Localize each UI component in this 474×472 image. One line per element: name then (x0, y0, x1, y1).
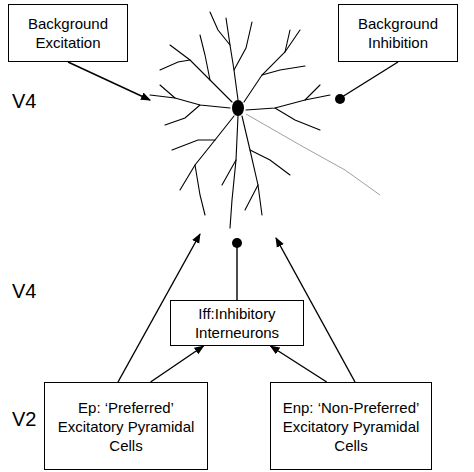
inhibition-line (236, 246, 237, 300)
excitation-arrow (68, 62, 150, 100)
area-label: V4 (12, 90, 36, 112)
inhibition-line (342, 62, 398, 97)
inhibition-ball (335, 94, 345, 104)
population-box: Enp: ‘Non-Preferred’ Excitatory Pyramida… (270, 382, 432, 470)
node-text: Background Inhibition (343, 14, 453, 52)
area-label: V2 (12, 408, 36, 430)
node-text: Background Excitation (13, 14, 123, 52)
excitation-arrow (151, 346, 204, 382)
area-label: V4 (12, 280, 36, 302)
excitation-arrow (271, 346, 327, 382)
interneuron-box: Iff:Inhibitory Interneurons (170, 300, 304, 346)
inhibition-ball (232, 238, 242, 248)
input-box: Background Inhibition (338, 4, 458, 62)
axon (246, 114, 380, 195)
node-text: Iff:Inhibitory Interneurons (175, 304, 299, 342)
node-text: Enp: ‘Non-Preferred’ Excitatory Pyramida… (275, 398, 427, 455)
input-box: Background Excitation (8, 4, 128, 62)
soma (232, 100, 244, 116)
population-box: Ep: ‘Preferred’ Excitatory Pyramidal Cel… (44, 382, 208, 470)
node-text: Ep: ‘Preferred’ Excitatory Pyramidal Cel… (49, 398, 203, 455)
dendrite-tree (150, 12, 330, 228)
